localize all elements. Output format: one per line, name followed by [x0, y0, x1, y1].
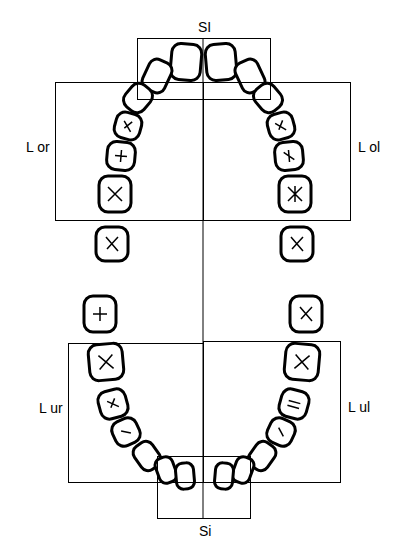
- tooth: [279, 176, 311, 212]
- tooth: [290, 296, 322, 332]
- tooth: [265, 110, 297, 142]
- region-label: SI: [197, 19, 212, 35]
- tooth: [250, 80, 286, 117]
- tooth: [214, 462, 234, 489]
- tooth-region-box: L or: [55, 82, 204, 221]
- tooth: [96, 227, 128, 261]
- tooth: [87, 343, 124, 382]
- tooth-region-box: SI: [137, 38, 271, 100]
- region-label: L ul: [347, 399, 371, 415]
- tooth-region-box: L ol: [203, 82, 351, 221]
- tooth: [169, 43, 202, 81]
- region-label: L ol: [357, 139, 381, 155]
- tooth-region-box: Si: [157, 456, 251, 519]
- tooth: [274, 141, 304, 171]
- tooth: [175, 462, 195, 489]
- tooth-region-box: L ur: [68, 343, 204, 483]
- tooth-region-box: L ul: [203, 341, 341, 483]
- tooth: [281, 227, 313, 261]
- region-label: Si: [198, 523, 212, 539]
- tooth: [204, 43, 237, 81]
- tooth: [99, 176, 131, 212]
- region-label: L ur: [38, 400, 64, 416]
- tooth: [96, 387, 130, 421]
- tooth: [106, 141, 136, 171]
- region-label: L or: [25, 139, 51, 155]
- tooth: [112, 110, 144, 142]
- tooth: [283, 343, 320, 382]
- tooth: [277, 387, 311, 421]
- tooth: [84, 296, 116, 332]
